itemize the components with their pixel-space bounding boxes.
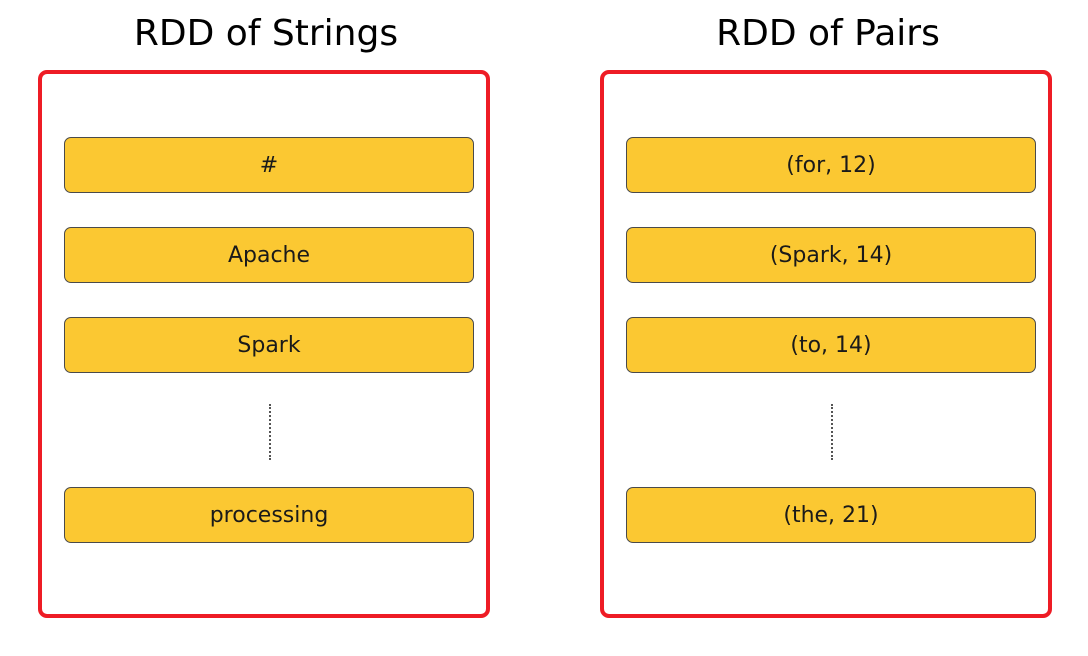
record-box: (the, 21) bbox=[626, 487, 1036, 543]
panel-title-strings: RDD of Strings bbox=[133, 13, 399, 54]
record-box: (to, 14) bbox=[626, 317, 1036, 373]
record-box: Apache bbox=[64, 227, 474, 283]
panel-title-pairs: RDD of Pairs bbox=[716, 13, 940, 54]
rdd-pairs-panel: (for, 12) (Spark, 14) (to, 14) (the, 21) bbox=[600, 70, 1052, 618]
rdd-strings-panel: # Apache Spark processing bbox=[38, 70, 490, 618]
record-box: (for, 12) bbox=[626, 137, 1036, 193]
record-box: (Spark, 14) bbox=[626, 227, 1036, 283]
record-box: processing bbox=[64, 487, 474, 543]
continuation-dots bbox=[831, 404, 833, 460]
record-box: # bbox=[64, 137, 474, 193]
continuation-dots bbox=[269, 404, 271, 460]
record-box: Spark bbox=[64, 317, 474, 373]
